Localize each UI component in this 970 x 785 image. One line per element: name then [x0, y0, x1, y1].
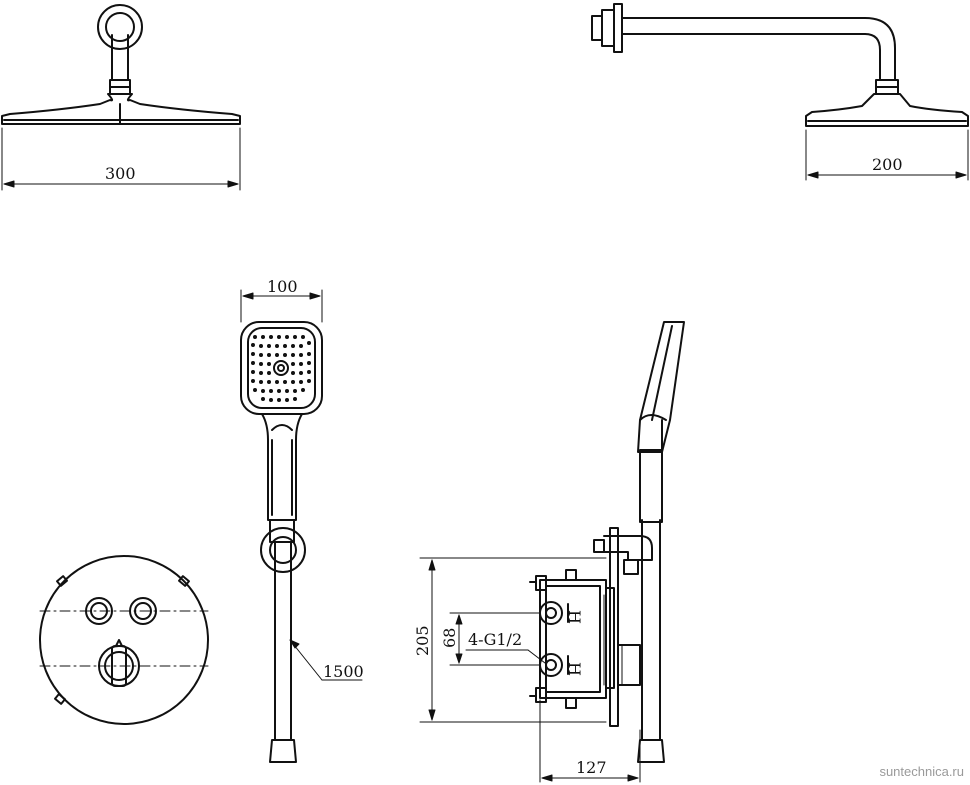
- watermark: suntechnica.ru: [879, 764, 964, 779]
- dim-68: 68: [440, 628, 459, 648]
- hot-mark-bottom: H: [565, 662, 584, 676]
- dim-205: 205: [413, 625, 432, 656]
- hot-mark-top: H: [565, 610, 584, 624]
- shower-head-front-view: [1, 4, 241, 191]
- spray-nozzles: [251, 335, 311, 402]
- dim-1500: 1500: [323, 662, 364, 681]
- mixer-side-view: [419, 321, 685, 783]
- dim-100: 100: [267, 277, 298, 296]
- thread-spec-label: 4-G1/2: [468, 630, 522, 649]
- hand-shower-front-view: [240, 289, 363, 763]
- mixer-plate-front-view: [39, 555, 209, 725]
- shower-arm-side-view: [591, 3, 969, 181]
- dim-200: 200: [872, 155, 903, 174]
- dim-300: 300: [105, 164, 136, 183]
- dim-127: 127: [576, 758, 607, 777]
